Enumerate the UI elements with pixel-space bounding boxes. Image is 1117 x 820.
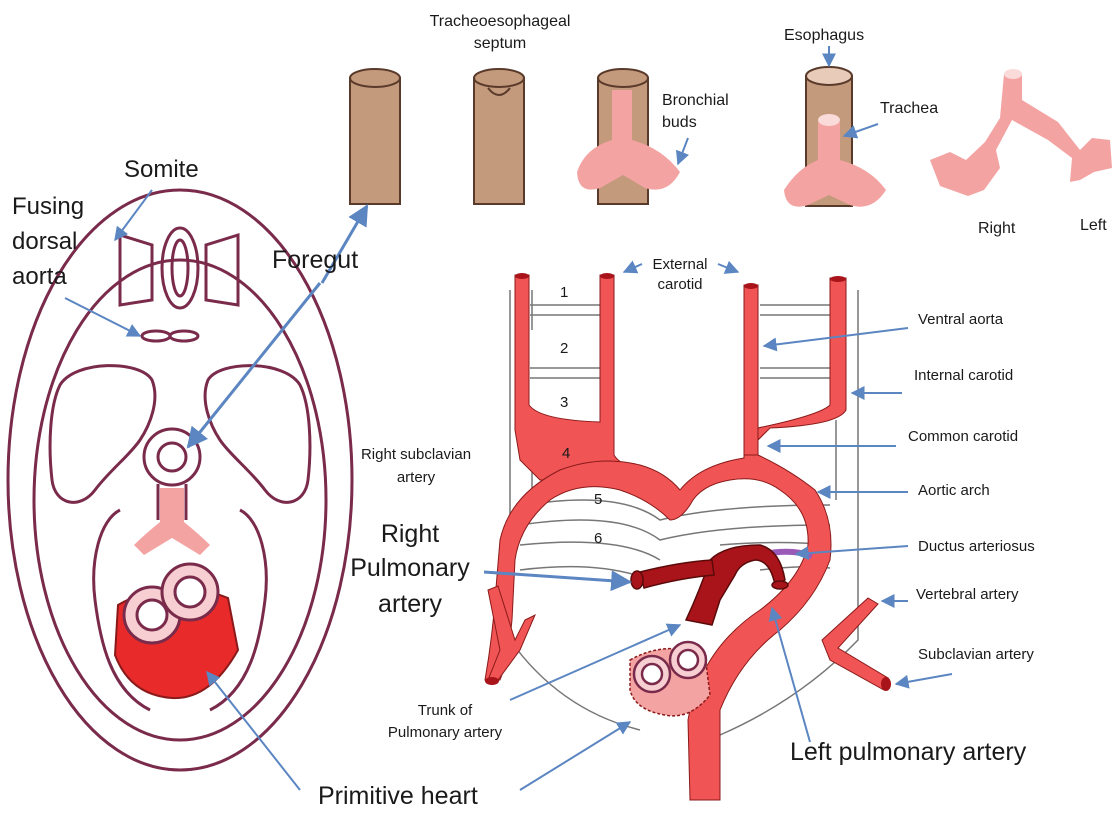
artery-cap-rc bbox=[744, 283, 758, 289]
label-right-subclavian-1: Right subclavian bbox=[336, 446, 496, 463]
label-trachea: Trachea bbox=[880, 100, 938, 118]
label-right: Right bbox=[978, 220, 1015, 238]
arrow-left-pulmonary bbox=[772, 608, 810, 742]
label-tracheoesophageal-septum-1: Tracheoesophageal bbox=[410, 13, 590, 31]
label-somite: Somite bbox=[124, 156, 199, 184]
arch-number-4: 4 bbox=[562, 445, 570, 462]
arch-primitive-heart bbox=[630, 642, 710, 716]
foregut-lumen bbox=[158, 443, 186, 471]
gut-tube-stage-2 bbox=[474, 69, 524, 204]
arrow-subclavian bbox=[896, 674, 952, 684]
label-foregut: Foregut bbox=[272, 246, 358, 275]
artery-cap-re bbox=[515, 273, 529, 279]
dorsal-aorta-right bbox=[170, 331, 198, 341]
coelom-left bbox=[50, 366, 155, 503]
label-bronchial-buds-2: buds bbox=[662, 114, 697, 132]
embryo-primitive-heart bbox=[115, 564, 238, 698]
label-left-pulmonary-artery: Left pulmonary artery bbox=[790, 738, 1026, 767]
arch-number-2: 2 bbox=[560, 340, 568, 357]
arrow-bronchial-buds bbox=[678, 138, 688, 164]
label-ventral-aorta: Ventral aorta bbox=[918, 311, 1003, 328]
artery-cap-lc bbox=[830, 276, 846, 282]
gut-tube-stage-3 bbox=[577, 69, 680, 204]
arch-number-5: 5 bbox=[594, 491, 602, 508]
foregut-circle bbox=[144, 429, 200, 485]
label-primitive-heart: Primitive heart bbox=[318, 782, 478, 811]
gut-tube-stage-4 bbox=[784, 67, 886, 207]
label-trunk-pulmonary-2: Pulmonary artery bbox=[370, 724, 520, 741]
artery-cap-le bbox=[600, 273, 614, 279]
arch-number-3: 3 bbox=[560, 394, 568, 411]
label-trunk-pulmonary-1: Trunk of bbox=[370, 702, 520, 719]
label-tracheoesophageal-septum-2: septum bbox=[410, 35, 590, 53]
dorsal-aorta-left bbox=[142, 331, 170, 341]
label-left: Left bbox=[1080, 217, 1107, 235]
label-ductus-arteriosus: Ductus arteriosus bbox=[918, 538, 1035, 555]
label-external-carotid-1: External bbox=[640, 256, 720, 273]
coelom-right bbox=[205, 366, 310, 503]
label-vertebral-artery: Vertebral artery bbox=[916, 586, 1019, 603]
arch-number-1: 1 bbox=[560, 284, 568, 301]
arrow-somite bbox=[115, 190, 152, 240]
label-fusing-dorsal-aorta-3: aorta bbox=[12, 263, 67, 291]
gut-tube-stage-1 bbox=[350, 69, 400, 204]
label-fusing-dorsal-aorta-2: dorsal bbox=[12, 228, 77, 256]
arch-number-6: 6 bbox=[594, 530, 602, 547]
label-subclavian-artery: Subclavian artery bbox=[918, 646, 1034, 663]
label-esophagus: Esophagus bbox=[784, 27, 864, 45]
aortic-arches bbox=[485, 275, 888, 800]
label-common-carotid: Common carotid bbox=[908, 428, 1018, 445]
label-right-pulmonary-3: artery bbox=[340, 590, 480, 619]
label-fusing-dorsal-aorta-1: Fusing bbox=[12, 193, 84, 221]
artery-cap-sub bbox=[881, 677, 891, 691]
neural-canal bbox=[172, 240, 188, 296]
label-aortic-arch: Aortic arch bbox=[918, 482, 990, 499]
arrow-primitive-heart-arch bbox=[520, 722, 630, 790]
label-internal-carotid: Internal carotid bbox=[914, 367, 1013, 384]
artery-cap-rsub bbox=[485, 677, 499, 685]
label-right-pulmonary-2: Pulmonary bbox=[340, 554, 480, 583]
embryo-lung-bud bbox=[134, 488, 210, 555]
label-right-subclavian-2: artery bbox=[336, 469, 496, 486]
label-external-carotid-2: carotid bbox=[640, 276, 720, 293]
label-bronchial-buds-1: Bronchial bbox=[662, 92, 729, 110]
arrow-external-carotid-r bbox=[718, 264, 738, 272]
label-right-pulmonary-1: Right bbox=[340, 520, 480, 549]
lung-tree bbox=[930, 69, 1112, 196]
